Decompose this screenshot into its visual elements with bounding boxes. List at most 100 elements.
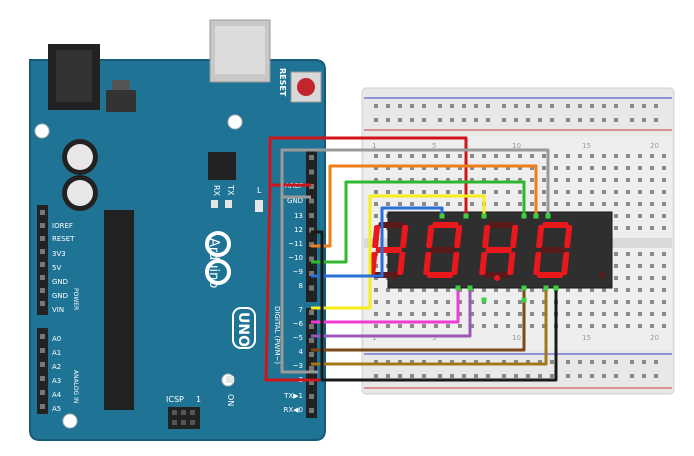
pin-label: 3V3: [52, 250, 66, 258]
rail-hole: [602, 374, 606, 378]
hole: [590, 312, 594, 316]
rail-hole: [386, 104, 390, 108]
hole: [650, 324, 654, 328]
hole: [482, 166, 486, 170]
hole: [566, 178, 570, 182]
usb-connector: [209, 19, 271, 83]
rail-hole: [462, 374, 466, 378]
pin-label: ~11: [288, 240, 303, 248]
power-jack: [48, 44, 100, 110]
hole: [494, 154, 498, 158]
hole: [566, 154, 570, 158]
hole: [374, 190, 378, 194]
hole: [482, 288, 486, 292]
hole: [398, 166, 402, 170]
rail-hole: [410, 118, 414, 122]
hole: [386, 190, 390, 194]
rail-hole: [398, 118, 402, 122]
hole: [626, 264, 630, 268]
hole: [398, 312, 402, 316]
rail-hole: [630, 374, 634, 378]
rail-hole: [550, 360, 554, 364]
rail-hole: [450, 118, 454, 122]
hole: [650, 202, 654, 206]
rail-hole: [566, 118, 570, 122]
rail-hole: [438, 118, 442, 122]
hole: [662, 154, 666, 158]
header-pin: [309, 408, 314, 413]
hole: [626, 202, 630, 206]
hole: [386, 324, 390, 328]
col-number: 5: [432, 334, 436, 342]
wire-olive: [311, 288, 548, 366]
rail-hole: [462, 360, 466, 364]
hole: [446, 312, 450, 316]
hole: [530, 166, 534, 170]
hole: [506, 178, 510, 182]
analog-pin-labels: A0 A1 A2 A3 A4 A5: [52, 335, 62, 413]
hole: [578, 312, 582, 316]
usb-chip: [208, 152, 236, 180]
pin-label: A3: [52, 377, 61, 385]
hole: [494, 202, 498, 206]
segment-f: [536, 225, 545, 248]
power-pin-labels: IOREF RESET 3V3 5V GND GND VIN: [52, 222, 75, 314]
hole: [626, 178, 630, 182]
wire-brown: [311, 288, 526, 352]
hole: [602, 288, 606, 292]
segment-c: [507, 252, 516, 275]
hole: [566, 300, 570, 304]
hole: [518, 324, 522, 328]
rail-hole: [630, 118, 634, 122]
segment-g: [429, 247, 456, 253]
rail-hole: [566, 374, 570, 378]
rail-hole: [526, 360, 530, 364]
hole: [614, 276, 618, 280]
hole: [374, 154, 378, 158]
col-number: 10: [512, 142, 521, 150]
header-pin: [309, 285, 314, 291]
hole: [650, 178, 654, 182]
hole: [638, 288, 642, 292]
pin-label: 13: [294, 212, 303, 220]
hole: [626, 154, 630, 158]
connection-dot: [521, 297, 527, 303]
rail-hole: [386, 360, 390, 364]
voltage-regulator: [106, 90, 136, 112]
hole: [662, 252, 666, 256]
hole: [566, 312, 570, 316]
wire-gray: [280, 148, 550, 216]
hole: [602, 166, 606, 170]
reset-label: RESET: [278, 68, 287, 97]
hole: [662, 288, 666, 292]
hole: [638, 154, 642, 158]
hole: [590, 300, 594, 304]
rail-hole: [578, 118, 582, 122]
header-pin: [309, 394, 314, 399]
hole: [650, 226, 654, 230]
rail-hole: [614, 104, 618, 108]
rail-hole: [474, 104, 478, 108]
analog-header: [37, 328, 48, 414]
hole: [518, 190, 522, 194]
col-number: 1: [372, 334, 376, 342]
hole: [662, 226, 666, 230]
hole: [374, 300, 378, 304]
hole: [650, 214, 654, 218]
hole: [614, 226, 618, 230]
hole: [566, 190, 570, 194]
hole: [422, 312, 426, 316]
capacitor: [62, 139, 98, 175]
hole: [446, 300, 450, 304]
segment-c: [397, 252, 406, 275]
hole: [542, 178, 546, 182]
rail-hole: [614, 118, 618, 122]
reset-button[interactable]: [290, 71, 322, 103]
hole: [398, 288, 402, 292]
hole: [602, 312, 606, 316]
hole: [626, 190, 630, 194]
hole: [470, 190, 474, 194]
hole: [638, 264, 642, 268]
rail-hole: [602, 118, 606, 122]
hole: [446, 202, 450, 206]
